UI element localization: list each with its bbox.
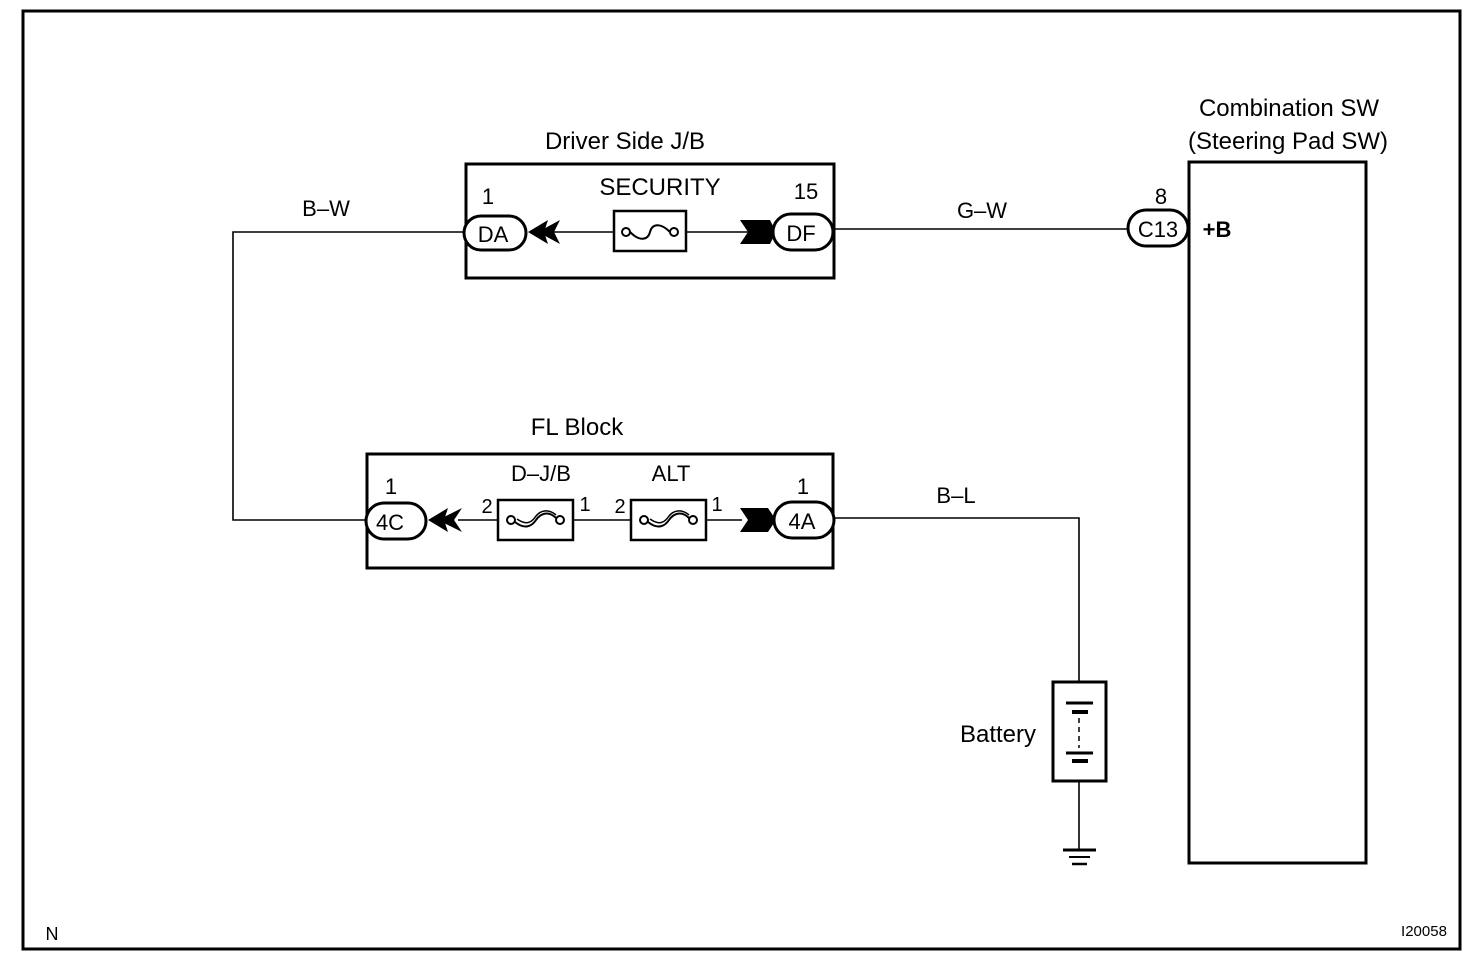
fuse-alt-pin-right: 1 [711, 494, 722, 516]
connector-4c-label: 4C [376, 510, 404, 535]
connector-df-arrow-icon [740, 220, 776, 244]
corner-label: N [46, 924, 59, 944]
connector-da-label: DA [478, 222, 509, 247]
fuse-djb-pin-right: 1 [579, 494, 590, 516]
wire-bw [232, 231, 464, 521]
connector-4a-pin: 1 [797, 474, 809, 499]
driver-jb-title: Driver Side J/B [545, 128, 705, 155]
ground-icon [1063, 848, 1096, 866]
diagram-frame [21, 9, 1462, 951]
connector-df-label: DF [786, 221, 815, 246]
fuse-djb-pin-left: 2 [481, 496, 492, 518]
figure-id: I20058 [1401, 923, 1447, 940]
wire-bl [834, 517, 1080, 682]
connector-4a-arrow-icon [740, 508, 776, 532]
security-fuse-label: SECURITY [599, 174, 720, 201]
security-fuse-icon [612, 209, 688, 253]
connector-4c-arrow-icon [428, 508, 462, 532]
wire-bl-label: B–L [936, 483, 975, 508]
fuse-alt-pin-left: 2 [614, 496, 625, 518]
combination-sw-box [1187, 160, 1368, 865]
connector-4c [364, 501, 428, 541]
wire-bw-label: B–W [302, 196, 350, 221]
fl-block-title: FL Block [531, 414, 624, 441]
connector-da-pin: 1 [482, 184, 494, 209]
battery-label: Battery [960, 721, 1036, 748]
connector-c13-label: C13 [1138, 217, 1178, 242]
connector-df [771, 212, 835, 252]
connector-da [462, 214, 528, 252]
battery-icon [1051, 680, 1108, 783]
connector-4a-label: 4A [789, 509, 816, 534]
fuse-djb-label: D–J/B [511, 461, 571, 486]
combination-sw-subtitle: (Steering Pad SW) [1188, 128, 1388, 155]
fuse-alt-label: ALT [652, 461, 691, 486]
fuse-djb-icon [496, 498, 575, 542]
connector-da-arrow-icon [528, 220, 560, 244]
fuse-alt-icon [629, 498, 708, 542]
driver-jb-box [464, 162, 836, 280]
connector-4c-pin: 1 [385, 474, 397, 499]
connector-4a [772, 500, 836, 540]
connector-c13-pin: 8 [1155, 184, 1167, 209]
terminal-plus-b-label: +B [1203, 217, 1232, 242]
connector-c13 [1126, 208, 1190, 248]
combination-sw-title: Combination SW [1199, 95, 1379, 122]
wire-gw-label: G–W [957, 198, 1007, 223]
connector-df-pin: 15 [794, 179, 818, 204]
